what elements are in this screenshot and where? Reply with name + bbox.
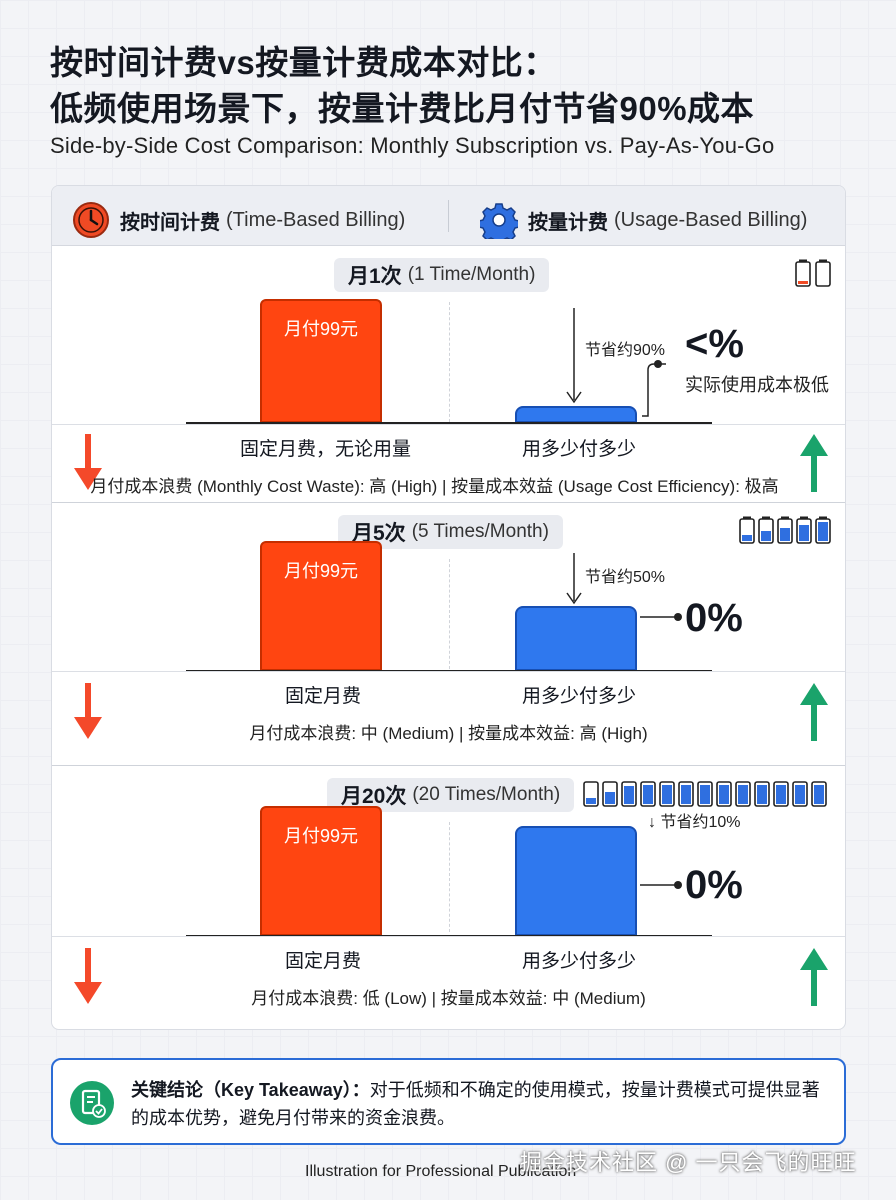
saving-note: 节省约90% (585, 342, 666, 359)
red-down-arrow-icon (74, 948, 102, 1004)
document-check-icon (70, 1081, 114, 1125)
comparison-panel: 按时间计费 (Time-Based Billing) 按量计费 (Usage-B… (51, 185, 846, 1030)
section-summary: 月付成本浪费: 低 (Low) | 按量成本效益: 中 (Medium) (251, 989, 646, 1008)
page-subtitle: Side-by-Side Cost Comparison: Monthly Su… (50, 133, 775, 158)
takeaway-body: 对于低频和不确定的使用模式，按量计费模式可提供显著的成本优势，避免月付带来的资金… (131, 1080, 820, 1128)
saving-big-text: 0% (685, 863, 743, 907)
callout-connector (640, 613, 682, 621)
clock-icon (73, 202, 109, 238)
monthly-fee-label: 月付99元 (283, 561, 359, 581)
left-label: 固定月费 (285, 686, 362, 707)
section-summary: 月付成本浪费: 中 (Medium) | 按量成本效益: 高 (High) (249, 724, 648, 743)
battery-level (798, 281, 808, 284)
divider-dashed (449, 559, 450, 669)
usage-cost-bar (515, 406, 637, 423)
callout-connector (642, 360, 666, 417)
down-arrow-icon (566, 553, 582, 605)
frequency-en: (20 Times/Month) (412, 784, 561, 805)
title-line-1: 按时间计费vs按量计费成本对比： (50, 44, 557, 81)
section-divider (52, 936, 845, 937)
saving-note: 节省约50% (585, 569, 666, 586)
green-up-arrow-icon (800, 683, 828, 741)
divider-dashed (449, 822, 450, 932)
right-label: 用多少付多少 (522, 439, 637, 460)
usage-cost-bar (515, 826, 637, 936)
section-summary: 月付成本浪费 (Monthly Cost Waste): 高 (High) | … (90, 477, 779, 496)
battery-icon (815, 516, 831, 544)
section-separator (52, 765, 845, 766)
green-up-arrow-icon (800, 948, 828, 1006)
left-label: 固定月费，无论用量 (240, 439, 412, 460)
page-title: 按时间计费vs按量计费成本对比： 低频使用场景下，按量计费比月付节省90%成本 (50, 40, 754, 132)
frequency-pill: 月20次 (20 Times/Month) (327, 778, 575, 812)
battery-icon (739, 516, 755, 544)
battery-icon (777, 516, 793, 544)
monthly-fee-label: 月付99元 (283, 319, 359, 339)
saving-big-text: 0% (685, 596, 743, 640)
watermark: 掘金技术社区 @ 一只会飞的旺旺 (520, 1150, 857, 1175)
time-based-subtitle: (Time-Based Billing) (226, 208, 406, 231)
frequency-en: (1 Time/Month) (407, 264, 536, 285)
extra-note: 实际使用成本极低 (685, 375, 829, 395)
frequency-pill: 月1次 (1 Time/Month) (334, 258, 550, 292)
section-divider (52, 671, 845, 672)
callout-connector (640, 881, 682, 889)
section-20-per-month: 月20次 (20 Times/Month) 月付99元 (52, 766, 845, 1029)
left-label: 固定月费 (285, 951, 362, 972)
red-down-arrow-icon (74, 434, 102, 490)
saving-note: ↓ 节省约10% (648, 814, 741, 831)
usage-based-title: 按量计费 (528, 211, 608, 234)
battery-icon (815, 261, 831, 287)
section-5-per-month: 月5次 (5 Times/Month) 月付99元 节省约50% 0% 固定月费 (52, 503, 845, 765)
baseline (186, 422, 712, 424)
right-label: 用多少付多少 (522, 951, 637, 972)
right-label: 用多少付多少 (522, 686, 637, 707)
monthly-fee-label: 月付99元 (283, 826, 359, 846)
takeaway-text: 关键结论（Key Takeaway）：对于低频和不确定的使用模式，按量计费模式可… (131, 1076, 831, 1132)
monthly-fee-bar: 月付99元 (260, 541, 382, 671)
footer-caption: Illustration for Professional Publicatio… (305, 1163, 577, 1180)
divider-dashed (449, 302, 450, 422)
battery-cap (799, 259, 807, 263)
title-line-2: 低频使用场景下，按量计费比月付节省90%成本 (50, 90, 755, 127)
battery-icon-group (583, 781, 827, 807)
key-takeaway-box: 关键结论（Key Takeaway）：对于低频和不确定的使用模式，按量计费模式可… (51, 1058, 846, 1145)
gear-icon (480, 203, 518, 239)
usage-based-header: 按量计费 (Usage-Based Billing) (480, 201, 807, 239)
usage-cost-bar (515, 606, 637, 671)
battery-icon (796, 516, 812, 544)
battery-cap (819, 259, 827, 263)
battery-icon-group (795, 259, 831, 287)
monthly-fee-bar: 月付99元 (260, 299, 382, 423)
battery-icon-group (739, 516, 831, 544)
panel-header: 按时间计费 (Time-Based Billing) 按量计费 (Usage-B… (52, 186, 845, 246)
time-based-header: 按时间计费 (Time-Based Billing) (72, 201, 405, 239)
monthly-fee-bar: 月付99元 (260, 806, 382, 936)
green-up-arrow-icon (800, 434, 828, 492)
section-divider (52, 424, 845, 425)
usage-based-subtitle: (Usage-Based Billing) (614, 208, 808, 231)
header-divider (448, 200, 449, 232)
saving-big-text: <% (685, 322, 744, 366)
takeaway-label: 关键结论（Key Takeaway）： (131, 1080, 370, 1100)
frequency-cn: 月5次 (352, 522, 406, 545)
red-down-arrow-icon (74, 683, 102, 739)
battery-icon (758, 516, 774, 544)
down-arrow-icon (566, 308, 582, 404)
frequency-cn: 月20次 (341, 785, 407, 808)
section-1-per-month: 月1次 (1 Time/Month) 月付99元 节省约90% <% 实际使用成… (52, 246, 845, 502)
time-based-title: 按时间计费 (120, 211, 220, 234)
frequency-cn: 月1次 (348, 265, 402, 288)
frequency-en: (5 Times/Month) (411, 521, 549, 542)
section-separator (52, 502, 845, 503)
